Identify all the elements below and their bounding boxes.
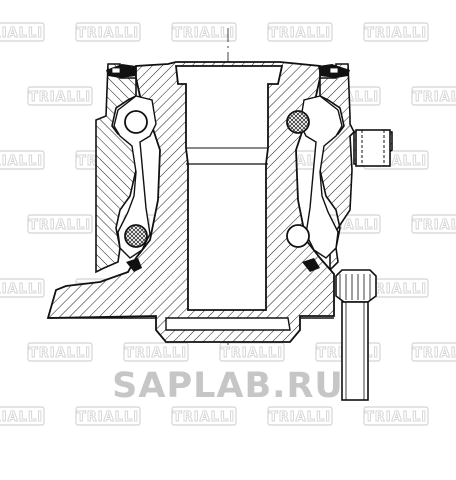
watermark-text: TRIALLI <box>413 218 456 233</box>
watermark-mark: TRIALLI <box>219 342 285 362</box>
watermark-text: TRIALLI <box>125 346 187 361</box>
watermark-mark: TRIALLI <box>0 406 45 426</box>
watermark-text: TRIALLI <box>29 218 91 233</box>
bearing-ball-upper-left <box>124 110 148 134</box>
watermark-mark: TRIALLI <box>75 406 141 426</box>
watermark-mark: TRIALLI <box>267 406 333 426</box>
watermark-mark: TRIALLI <box>0 150 45 170</box>
watermark-text: TRIALLI <box>77 410 139 425</box>
bearing-ball-upper-right <box>286 110 310 134</box>
seal-bottom-right <box>302 258 320 272</box>
watermark-mark: TRIALLI <box>0 278 45 298</box>
watermark-mark: TRIALLI <box>411 86 456 106</box>
watermark-mark: TRIALLI <box>27 214 93 234</box>
bearing-ball-lower-left <box>124 224 148 248</box>
watermark-mark: TRIALLI <box>267 22 333 42</box>
watermark-text: TRIALLI <box>365 26 427 41</box>
watermark-text: TRIALLI <box>173 26 235 41</box>
watermark-mark: TRIALLI <box>27 342 93 362</box>
watermark-text: TRIALLI <box>365 410 427 425</box>
watermark-mark: TRIALLI <box>171 22 237 42</box>
watermark-mark: TRIALLI <box>123 342 189 362</box>
wheel-stud <box>335 269 377 401</box>
watermark-mark: TRIALLI <box>27 86 93 106</box>
seal-bottom-left <box>126 258 142 272</box>
watermark-text: TRIALLI <box>221 346 283 361</box>
bearing-cavity-left <box>113 95 157 259</box>
watermark-text: TRIALLI <box>0 282 43 297</box>
watermark-mark: TRIALLI <box>171 406 237 426</box>
seal-lip-right <box>329 67 339 74</box>
hub-bore <box>174 65 284 311</box>
watermark-text: TRIALLI <box>365 282 427 297</box>
watermark-mark: TRIALLI <box>0 22 45 42</box>
site-watermark-label: SAPLAB.RU <box>112 366 344 406</box>
seal-lip-left <box>111 67 121 74</box>
watermark-mark: TRIALLI <box>363 22 429 42</box>
bearing-ball-lower-right <box>286 224 310 248</box>
watermark-text: TRIALLI <box>173 410 235 425</box>
watermark-text: TRIALLI <box>0 410 43 425</box>
watermark-mark: TRIALLI <box>411 214 456 234</box>
watermark-mark: TRIALLI <box>363 406 429 426</box>
watermark-text: TRIALLI <box>269 410 331 425</box>
bearing-cavity-right <box>299 95 343 259</box>
watermark-text: TRIALLI <box>413 90 456 105</box>
watermark-text: TRIALLI <box>29 90 91 105</box>
watermark-text: TRIALLI <box>0 26 43 41</box>
watermark-text: TRIALLI <box>29 346 91 361</box>
watermark-text: TRIALLI <box>0 154 43 169</box>
bore-bottom-lip <box>165 317 291 331</box>
watermark-text: TRIALLI <box>77 26 139 41</box>
watermark-text: TRIALLI <box>269 26 331 41</box>
watermark-mark: TRIALLI <box>75 22 141 42</box>
watermark-text: TRIALLI <box>413 346 456 361</box>
sensor-port <box>355 129 391 167</box>
seal-top-left <box>106 64 136 78</box>
watermark-mark: TRIALLI <box>411 342 456 362</box>
